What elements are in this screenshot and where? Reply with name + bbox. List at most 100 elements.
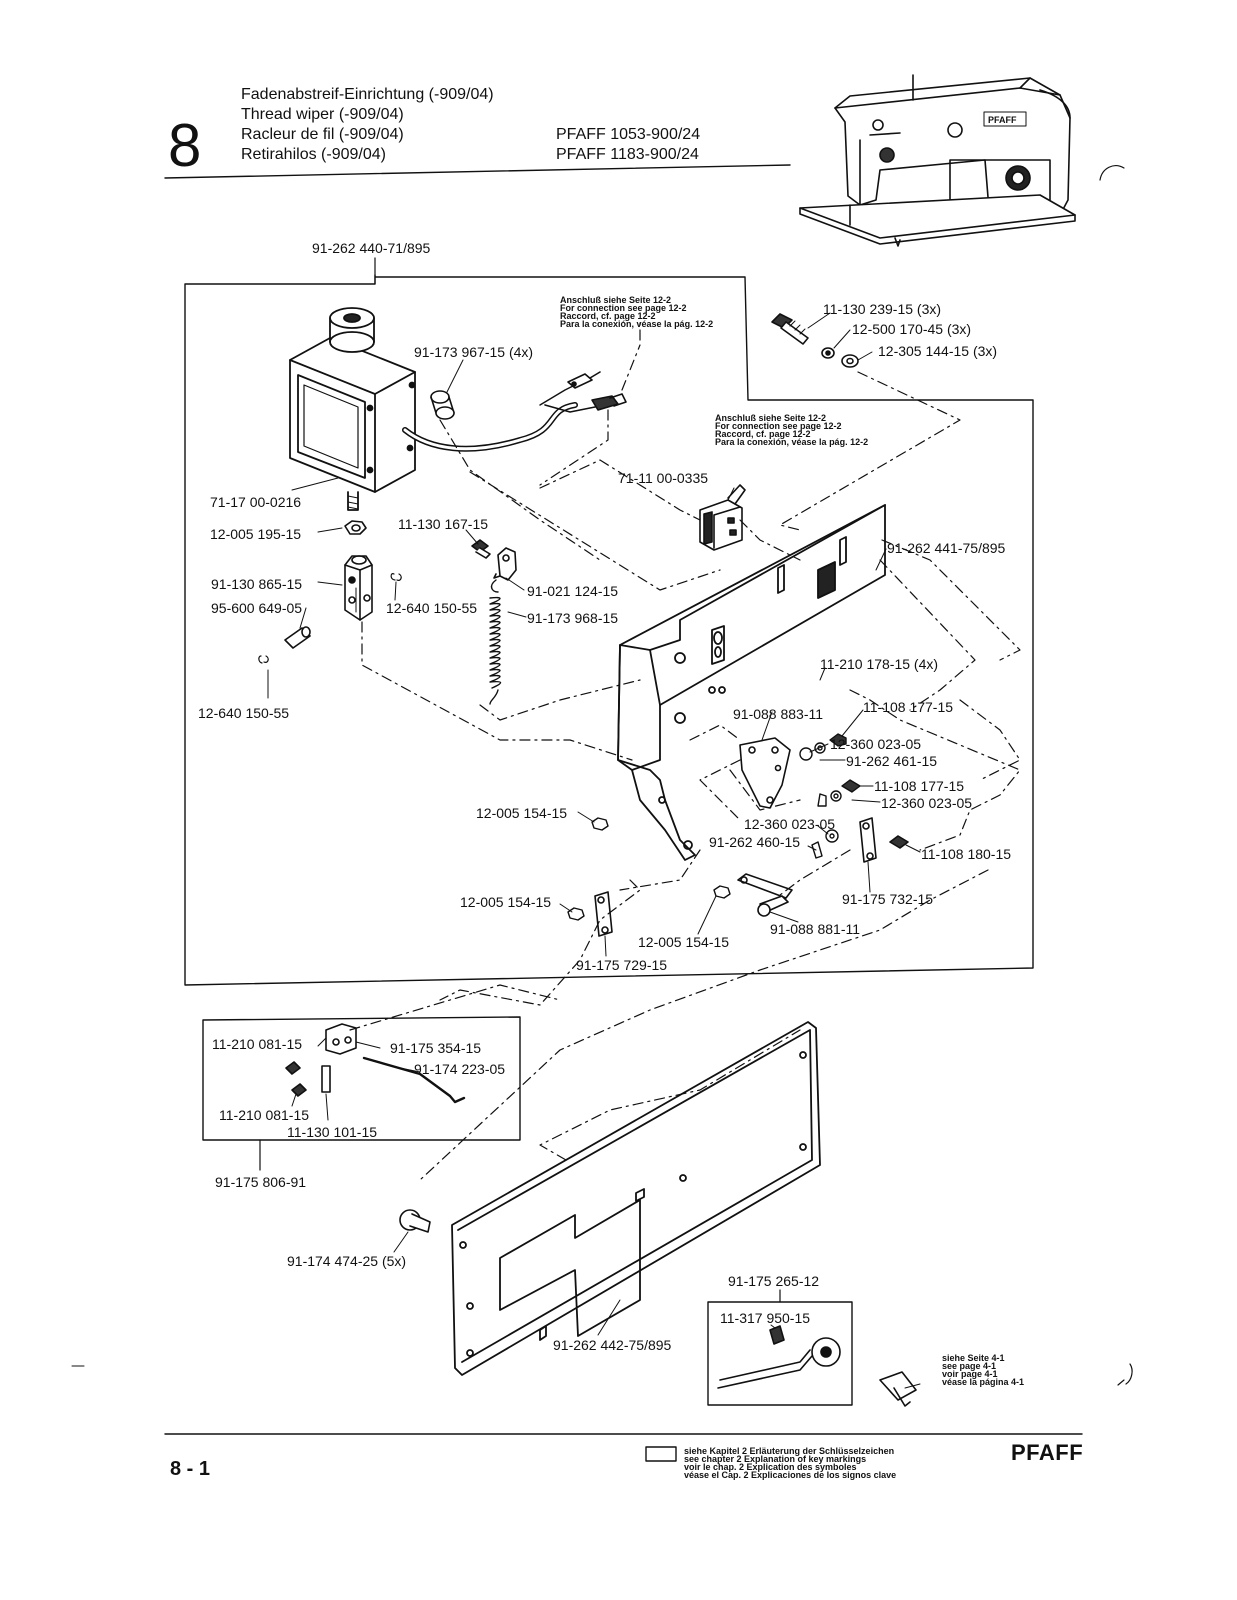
part-label: 12-640 150-55 — [198, 705, 290, 721]
part-label: 91-174 223-05 — [414, 1061, 506, 1077]
part-label: 91-174 474-25 (5x) — [287, 1253, 407, 1269]
lever-881 — [737, 873, 793, 917]
part-label: 91-175 732-15 — [842, 891, 934, 907]
see-page-note-es: véase la página 4-1 — [942, 1377, 1025, 1387]
part-label: 12-005 154-15 — [638, 934, 730, 950]
screw-167 — [471, 539, 491, 559]
part-label: 91-262 461-15 — [846, 753, 938, 769]
part-label: 12-005 154-15 — [476, 805, 568, 821]
part-label: 91-088 881-11 — [770, 921, 861, 937]
part-label: 11-210 081-15 — [219, 1107, 310, 1123]
part-label: 12-640 150-55 — [386, 600, 478, 616]
part-label: 11-108 177-15 — [874, 778, 965, 794]
header-rule — [164, 164, 791, 179]
part-label: 91-262 440-71/895 — [312, 240, 431, 256]
part-label: 12-500 170-45 (3x) — [852, 321, 972, 337]
key-marking-box — [645, 1446, 677, 1462]
dash-lines — [349, 317, 1021, 1181]
footer-legend-en: see chapter 2 Explanation of key marking… — [684, 1454, 867, 1464]
part-label: 12-305 144-15 (3x) — [878, 343, 998, 359]
nut-195 — [344, 520, 367, 535]
leader-lines — [267, 312, 921, 1389]
part-label: 91-175 265-12 — [728, 1273, 820, 1289]
svg-text:PFAFF: PFAFF — [988, 115, 1017, 125]
tension-spring — [489, 579, 502, 705]
sewing-machine-illustration: PFAFF — [799, 74, 1076, 247]
footer-legend-de: siehe Kapitel 2 Erläuterung der Schlüsse… — [684, 1446, 895, 1456]
spacer-sleeve — [430, 390, 455, 420]
part-label: 11-317 950-15 — [720, 1310, 811, 1326]
part-label: 12-360 023-05 — [830, 736, 922, 752]
connection-note-1-fr: Raccord, cf. page 12-2 — [560, 311, 656, 321]
cable-terminals — [539, 371, 627, 413]
part-label: 91-262 441-75/895 — [887, 540, 1006, 556]
part-label: 71-17 00-0216 — [210, 494, 302, 510]
part-label: 11-108 177-15 — [863, 699, 954, 715]
screw-top — [771, 313, 859, 368]
part-label: 11-130 239-15 (3x) — [823, 301, 942, 317]
title-english: Thread wiper (-909/04) — [241, 106, 404, 123]
page-number: 8 - 1 — [170, 1458, 211, 1480]
part-label: 11-210 178-15 (4x) — [820, 656, 939, 672]
title-german: Fadenabstreif-Einrichtung (-909/04) — [241, 86, 494, 103]
solenoid — [289, 307, 578, 511]
nuts-154 — [567, 817, 731, 921]
footer-legend-es: véase el Cap. 2 Explicaciones de los sig… — [684, 1470, 897, 1480]
connector-piece — [879, 1371, 917, 1407]
connection-note-2-de: Anschluß siehe Seite 12-2 — [715, 413, 827, 423]
link-729 — [594, 891, 613, 937]
connection-note-1-es: Para la conexión, véase la pág. 12-2 — [560, 319, 714, 329]
part-label: 91-175 729-15 — [576, 957, 668, 973]
footer-legend-fr: voir le chap. 2 Explication des symboles — [684, 1462, 857, 1472]
rod-kit-frame — [202, 1016, 521, 1141]
connection-note-2-en: For connection see page 12-2 — [715, 421, 842, 431]
connection-note-2-es: Para la conexión, véase la pág. 12-2 — [715, 437, 869, 447]
spring-bracket — [493, 547, 517, 581]
part-label: 91-262 460-15 — [709, 834, 801, 850]
scan-specks — [71, 165, 1133, 1386]
triangle-lever — [739, 737, 791, 809]
cam-parts — [717, 1325, 841, 1389]
section-number: 8 — [168, 112, 202, 179]
part-label: 91-175 354-15 — [390, 1040, 482, 1056]
upper-assembly-frame — [184, 274, 1034, 986]
title-french: Racleur de fil (-909/04) — [241, 126, 404, 143]
title-spanish: Retirahilos (-909/04) — [241, 146, 386, 163]
footer-brand-logo: PFAFF — [1011, 1440, 1084, 1465]
model-1053: PFAFF 1053-900/24 — [556, 126, 701, 143]
link-732 — [859, 817, 909, 863]
part-label: 12-005 195-15 — [210, 526, 302, 542]
pin — [284, 626, 311, 649]
clevis-joint — [344, 555, 373, 621]
part-label: 91-173 968-15 — [527, 610, 619, 626]
part-label: 11-108 180-15 — [921, 846, 1012, 862]
circlips — [258, 573, 402, 664]
cam-kit-frame — [707, 1301, 853, 1406]
connection-note-2-fr: Raccord, cf. page 12-2 — [715, 429, 811, 439]
main-bracket-plate — [617, 504, 886, 861]
part-label: 91-262 442-75/895 — [553, 1337, 672, 1353]
part-label: 12-360 023-05 — [881, 795, 973, 811]
see-page-note-en: see page 4-1 — [942, 1361, 997, 1371]
part-label: 12-005 154-15 — [460, 894, 552, 910]
connection-note-1-de: Anschluß siehe Seite 12-2 — [560, 295, 672, 305]
part-label: 11-130 101-15 — [287, 1124, 378, 1140]
part-label: 71-11 00-0335 — [618, 470, 709, 486]
part-label: 91-021 124-15 — [527, 583, 619, 599]
micro-switch — [699, 484, 746, 551]
lower-plate — [451, 1021, 821, 1376]
part-label: 11-210 081-15 — [212, 1036, 303, 1052]
small-spacers — [799, 733, 861, 859]
connection-note-1-en: For connection see page 12-2 — [560, 303, 687, 313]
see-page-note-de: siehe Seite 4-1 — [942, 1353, 1005, 1363]
model-1183: PFAFF 1183-900/24 — [556, 146, 699, 163]
part-label: 12-360 023-05 — [744, 816, 836, 832]
see-page-note-fr: voir page 4-1 — [942, 1369, 998, 1379]
part-label: 11-130 167-15 — [398, 516, 489, 532]
part-label: 91-088 883-11 — [733, 706, 824, 722]
screw-474 — [399, 1209, 431, 1233]
part-label: 91-175 806-91 — [215, 1174, 307, 1190]
part-label: 91-173 967-15 (4x) — [414, 344, 534, 360]
